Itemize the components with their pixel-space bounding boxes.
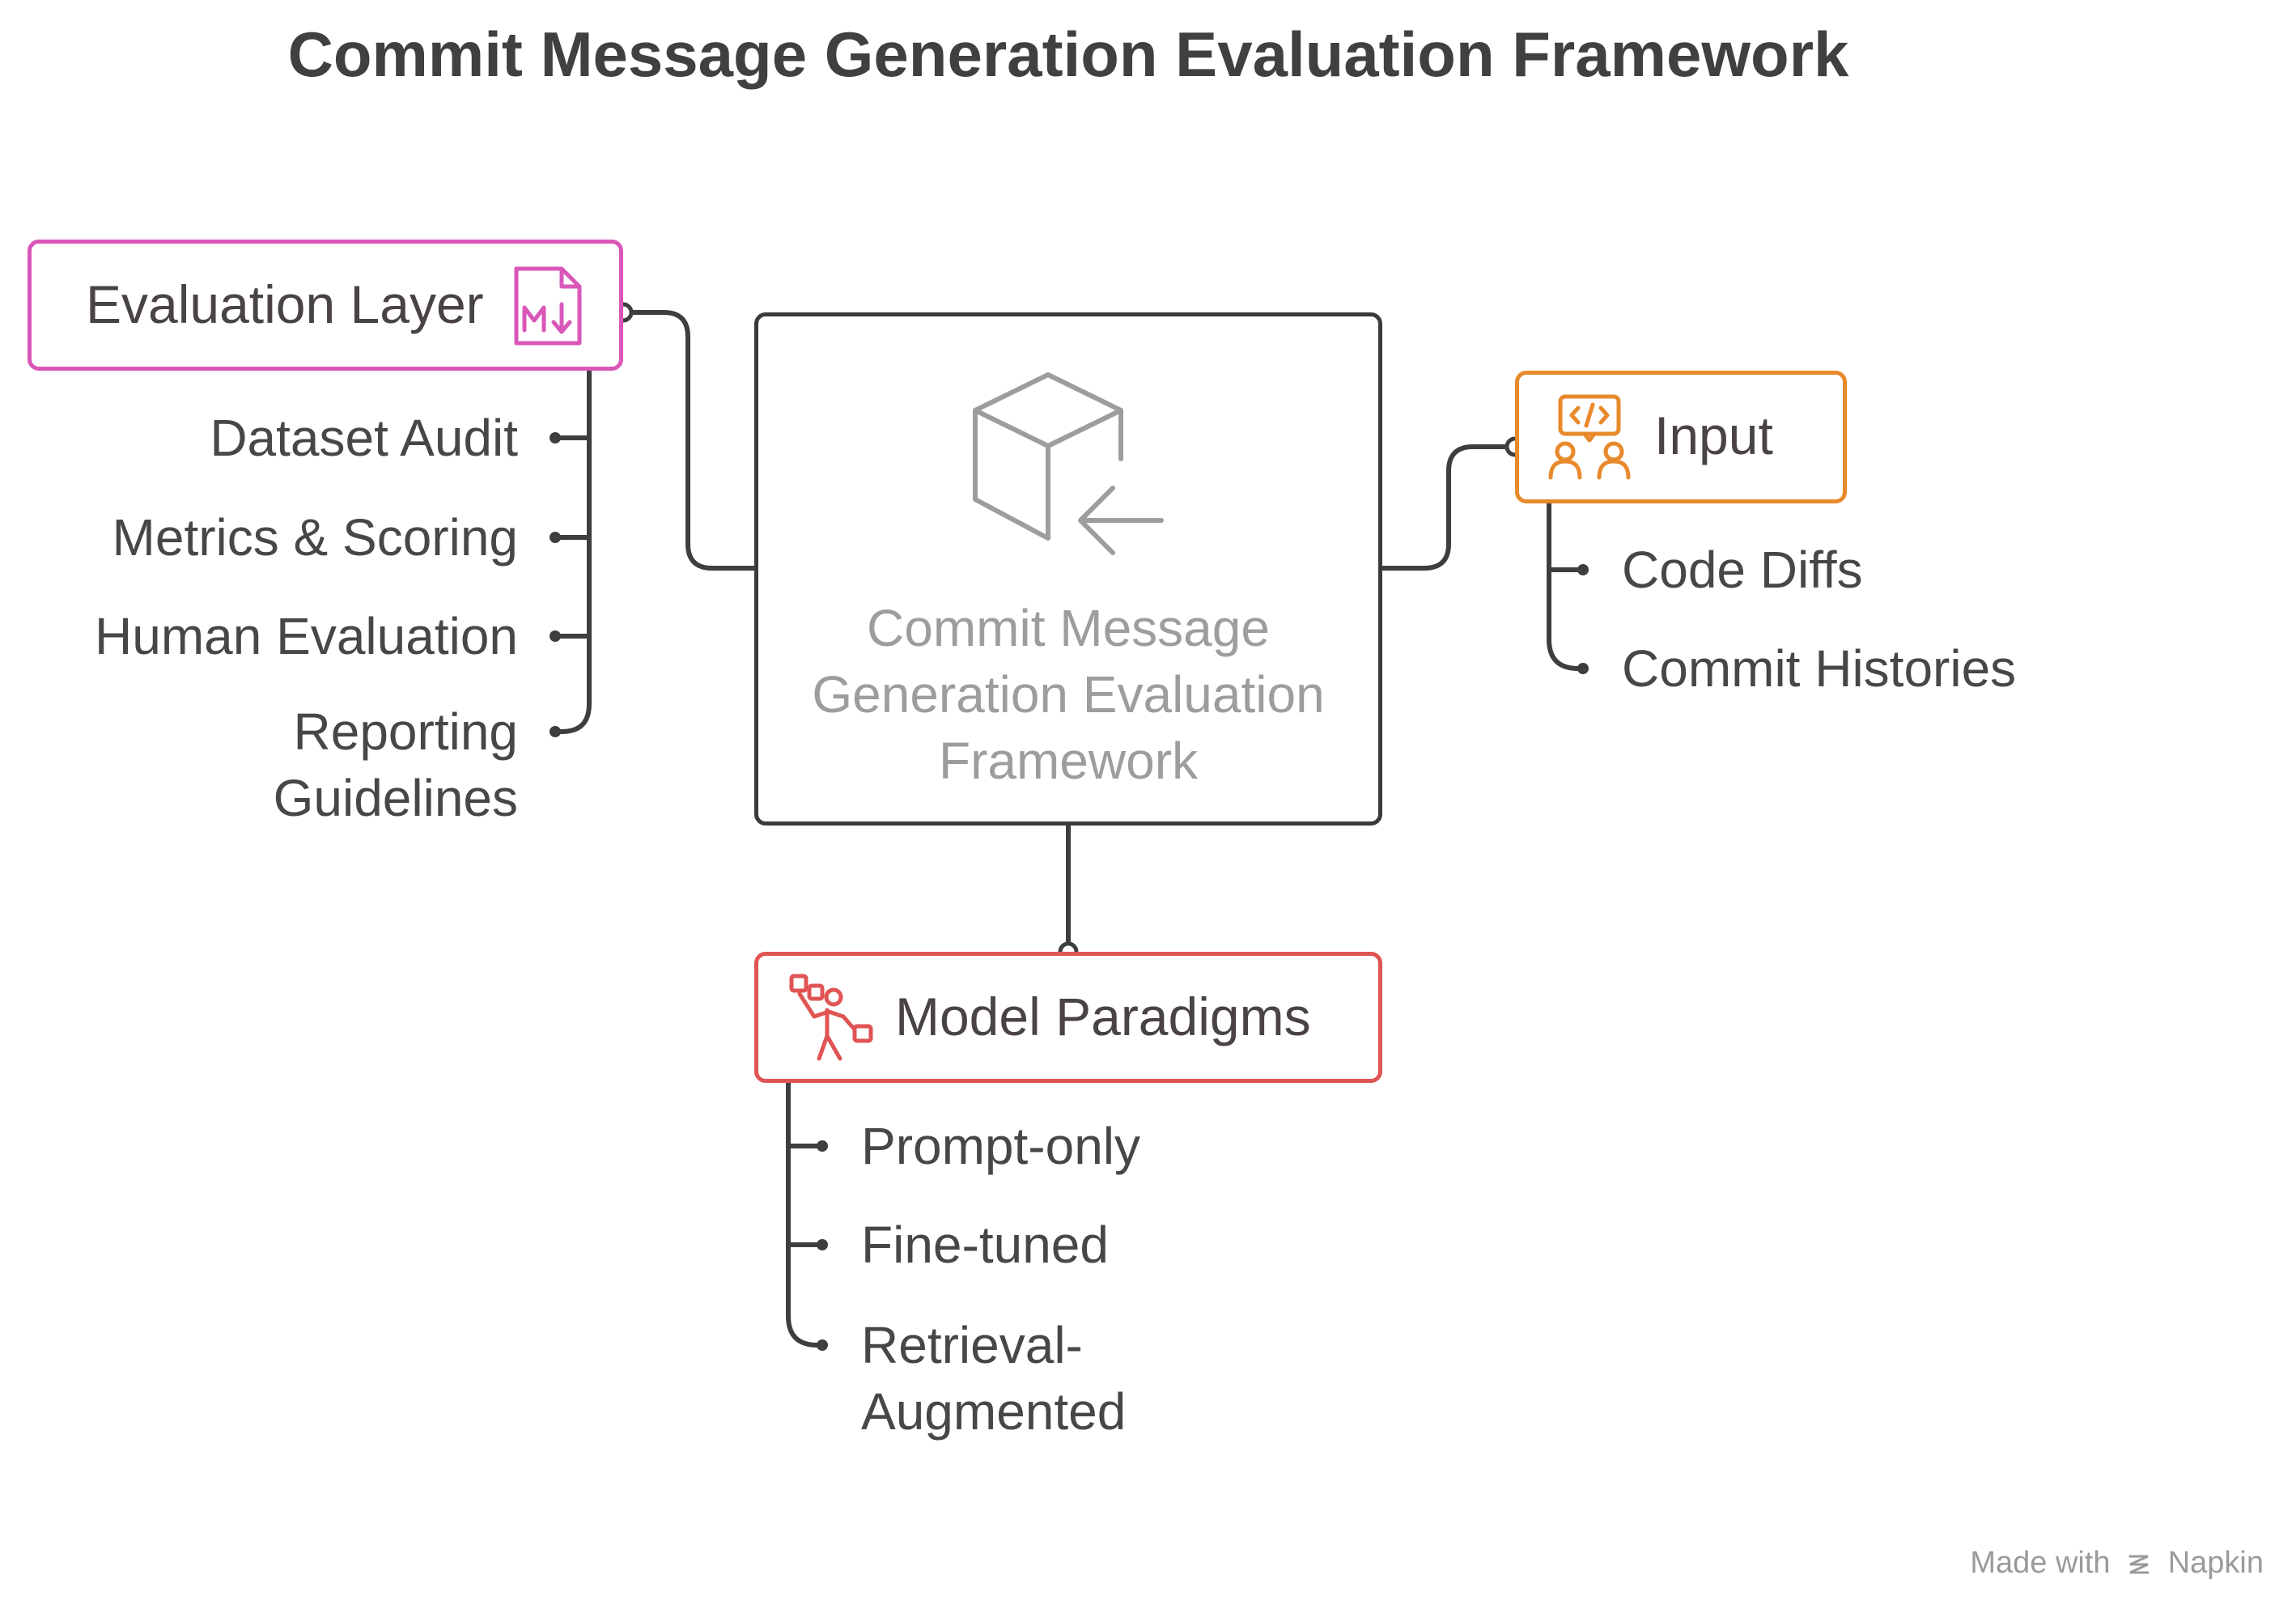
dot-metrics-scoring bbox=[550, 532, 561, 543]
dot-code-diffs bbox=[1577, 564, 1589, 575]
evaluation-item-metrics-scoring: Metrics & Scoring bbox=[112, 508, 518, 567]
napkin-logo-icon bbox=[2125, 1546, 2162, 1580]
napkin-watermark: Made with Napkin bbox=[1963, 1546, 2264, 1581]
model-paradigms-label: Model Paradigms bbox=[895, 987, 1311, 1046]
model-paradigms-box bbox=[754, 952, 1382, 1083]
input-item-commit-histories: Commit Histories bbox=[1622, 639, 2017, 698]
dot-commit-histories bbox=[1577, 663, 1589, 674]
dot-fine-tuned bbox=[817, 1239, 828, 1250]
watermark-prefix: Made with bbox=[1970, 1546, 2111, 1580]
evaluation-trunk bbox=[553, 368, 592, 734]
model-item-fine-tuned: Fine-tuned bbox=[861, 1216, 1109, 1274]
markdown-file-icon bbox=[511, 264, 584, 352]
juggler-person-icon bbox=[787, 970, 876, 1068]
input-item-code-diffs: Code Diffs bbox=[1622, 541, 1863, 599]
connector-evaluation-center bbox=[621, 310, 757, 571]
framework-center-label: Commit Message Generation Evaluation Fra… bbox=[812, 599, 1325, 790]
input-label: Input bbox=[1654, 405, 1773, 465]
dot-reporting-guidelines bbox=[550, 726, 561, 737]
evaluation-item-human-evaluation: Human Evaluation bbox=[95, 607, 518, 665]
connector-center-input bbox=[1380, 444, 1517, 571]
cube-arrow-icon bbox=[967, 370, 1174, 568]
model-item-prompt-only: Prompt-only bbox=[861, 1117, 1140, 1175]
dot-dataset-audit bbox=[550, 432, 561, 444]
watermark-brand: Napkin bbox=[2167, 1546, 2264, 1580]
dot-human-evaluation bbox=[550, 630, 561, 642]
evaluation-item-dataset-audit: Dataset Audit bbox=[210, 409, 518, 467]
code-review-people-icon bbox=[1546, 393, 1635, 486]
dot-prompt-only bbox=[817, 1140, 828, 1152]
dot-retrieval-augmented bbox=[817, 1339, 828, 1351]
evaluation-layer-label: Evaluation Layer bbox=[86, 274, 484, 334]
input-box bbox=[1515, 371, 1847, 503]
input-trunk bbox=[1547, 500, 1585, 671]
model-item-retrieval-augmented: Retrieval-Augmented bbox=[861, 1316, 1127, 1441]
diagram-title: Commit Message Generation Evaluation Fra… bbox=[287, 19, 1849, 90]
evaluation-layer-box bbox=[28, 240, 623, 371]
evaluation-item-reporting-guidelines: Reporting Guidelines bbox=[273, 703, 518, 827]
framework-center-box: Commit Message Generation Evaluation Fra… bbox=[754, 312, 1382, 826]
model-trunk bbox=[786, 1079, 825, 1348]
